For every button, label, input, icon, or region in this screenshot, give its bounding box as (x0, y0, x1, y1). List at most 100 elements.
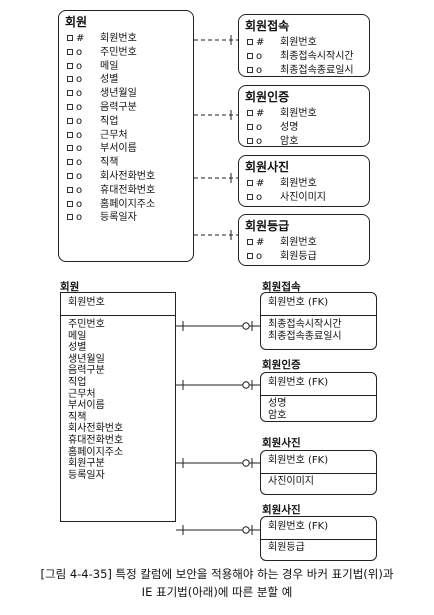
attribute-name: 홈페이지주소 (100, 198, 156, 210)
attribute-name: 회원번호 (100, 33, 137, 44)
key-divider (261, 395, 376, 396)
ie-entity-member-photo: 회원번호 (FK) 사진이미지 (260, 450, 377, 495)
entity-title: 회원 (65, 15, 88, 29)
attribute-row: 성명 (268, 398, 287, 409)
key-divider (261, 473, 376, 474)
attribute-symbol: o (256, 121, 263, 133)
attribute-row: 사진이미지 (268, 476, 314, 487)
attribute-row: 회원등급 (268, 542, 305, 553)
checkbox-glyph-icon (67, 103, 73, 110)
attribute-name: 회원번호 (280, 108, 317, 119)
attribute-name: 사진이미지 (280, 191, 326, 203)
checkbox-glyph-icon (247, 110, 253, 116)
checkbox-glyph-icon (67, 48, 73, 55)
figure-caption: [그림 4-4-35] 특정 칼럼에 보안을 적용해야 하는 경우 바커 표기법… (0, 565, 434, 601)
attribute-symbol: # (256, 37, 265, 48)
attribute-symbol: # (76, 33, 85, 44)
attribute-row: o 최종접속시작시간 (247, 50, 369, 64)
attribute-name: 회원번호 (280, 178, 317, 189)
checkbox-glyph-icon (67, 172, 73, 179)
attribute-row: #회원번호 (247, 36, 369, 50)
attribute-symbol: # (256, 237, 265, 248)
attribute-symbol: o (76, 74, 83, 86)
attribute-name: 생년월일 (100, 88, 137, 100)
attribute-row: 등록일자 (68, 469, 105, 481)
attribute-symbol: o (76, 60, 83, 72)
checkbox-glyph-icon (247, 193, 253, 200)
attribute-row: # 회원번호 (247, 236, 369, 250)
attribute-name: 최종접속시작시간 (280, 50, 354, 62)
attribute-row: o 홈페이지주소 (67, 198, 193, 212)
attribute-row: 주민번호 (68, 319, 105, 330)
checkbox-glyph-icon (247, 66, 253, 73)
attribute-list: 사진이미지 (268, 476, 314, 488)
attribute-name: 암호 (280, 135, 299, 147)
attribute-symbol: o (76, 101, 83, 113)
entity-title: 회원등급 (245, 219, 290, 233)
attribute-row: 휴대전화번호 (68, 434, 124, 446)
attribute-name: 메일 (100, 60, 119, 72)
ie-entity-title-auth: 회원인증 (262, 359, 301, 371)
attribute-row: 직책 (68, 411, 87, 423)
ie-entity-title-photo: 회원사진 (262, 437, 301, 449)
attribute-row: o 메일 (67, 60, 193, 74)
attribute-row: 최종접속종료일시 (268, 330, 342, 342)
attribute-row: 성별 (68, 342, 87, 354)
attribute-name: 휴대전화번호 (100, 184, 156, 196)
attribute-symbol: o (256, 135, 263, 147)
attribute-row: 회원구분 (68, 458, 105, 470)
ie-optional-circle (242, 322, 250, 330)
key-divider (261, 315, 376, 316)
attribute-name: 등록일자 (100, 212, 137, 224)
attribute-row: 부서이름 (68, 400, 105, 412)
attribute-row: 직업 (68, 376, 87, 388)
attribute-symbol: o (76, 198, 83, 210)
attribute-symbol: o (256, 250, 263, 262)
attribute-name: 부서이름 (100, 143, 137, 155)
attribute-name: 음력구분 (100, 101, 137, 113)
attribute-row: # 회원번호 (67, 32, 193, 46)
checkbox-glyph-icon (67, 62, 73, 69)
checkbox-glyph-icon (67, 145, 73, 152)
checkbox-glyph-icon (67, 200, 73, 207)
attribute-symbol: o (76, 212, 83, 224)
primary-key: 회원번호 (68, 297, 105, 308)
attribute-symbol: o (256, 50, 263, 62)
attribute-name: 직책 (100, 157, 119, 169)
attribute-symbol: o (256, 191, 263, 203)
entity-title: 회원접속 (245, 19, 290, 33)
attribute-symbol: o (256, 64, 263, 76)
attribute-name: 회원번호 (280, 237, 317, 248)
attribute-name: 회사전화번호 (100, 170, 156, 182)
checkbox-glyph-icon (67, 90, 73, 97)
checkbox-glyph-icon (67, 159, 73, 166)
checkbox-glyph-icon (247, 39, 253, 45)
attribute-row: 최종접속시작시간 (268, 319, 342, 330)
entity-title: 회원인증 (245, 90, 290, 104)
checkbox-glyph-icon (247, 239, 253, 245)
checkbox-glyph-icon (67, 117, 73, 124)
primary-key: 회원번호 (FK) (268, 521, 329, 532)
ie-optional-circle (242, 526, 250, 534)
attribute-row: o 사진이미지 (247, 191, 369, 205)
ie-entity-title-member: 회원 (60, 281, 80, 293)
attribute-list: 회원등급 (268, 542, 305, 554)
checkbox-glyph-icon (247, 137, 253, 144)
attribute-name: 직업 (100, 115, 119, 127)
